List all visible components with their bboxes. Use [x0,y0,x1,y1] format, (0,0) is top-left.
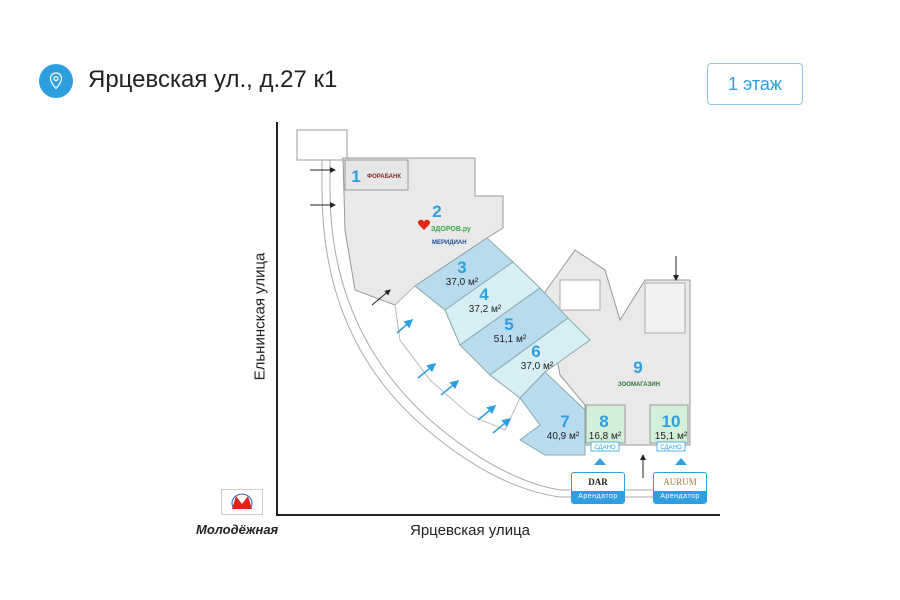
unit-5-number: 5 [504,315,513,334]
unit-10[interactable] [649,404,689,444]
entrance-arrow-icon [371,289,391,306]
unit-4-area: 37,2 м² [469,304,502,315]
unit-7-number: 7 [560,412,569,431]
axis-lines [276,122,720,516]
metro-station-name: Молодёжная [196,522,279,537]
tenant-pointer-icon [594,458,606,465]
unit-entrance-arrow-icon [492,418,512,434]
building-outline [329,130,700,491]
aurum-logo: AURUM [663,477,697,487]
unit-entrance-arrow-icon [477,405,497,421]
unit-9-tenant: ЗООМАГАЗИН [618,382,660,388]
unit-4-number: 4 [479,285,489,304]
room-1 [344,159,409,191]
unit-entrance-arrow-icon [440,380,460,396]
floor-selector-button[interactable]: 1 этаж [707,63,803,105]
unit-10-status: СДАНО [660,445,682,451]
unit-8-area: 16,8 м² [589,431,622,442]
unit-2-tenant: ЗДОРОВ.ру [431,226,471,233]
unit-5-area: 51,1 м² [494,334,527,345]
unit-1-tenant: ФОРАБАНК [367,174,401,180]
unit-6-area: 37,0 м² [521,361,554,372]
unit-3-area: 37,0 м² [446,277,479,288]
unit-8-status: СДАНО [594,445,616,451]
unit-3-number: 3 [457,258,466,277]
unit-8-number: 8 [599,412,608,431]
unit-9-number: 9 [633,358,642,377]
tenant-pointer-icon [675,458,687,465]
dar-logo: DAR [588,477,608,487]
unit-7-area: 40,9 м² [547,431,580,442]
unit-10-number: 10 [662,412,681,431]
unit-entrance-arrow-icon [417,363,437,379]
street-label-bottom: Ярцевская улица [410,522,530,539]
unit-7[interactable] [519,371,586,456]
unit-1-number: 1 [351,167,360,186]
tenant-card-aurum[interactable]: AURUM Арендатор [653,472,707,504]
unit-6[interactable] [489,317,591,399]
address-title: Ярцевская ул., д.27 к1 [88,66,338,93]
map-pin-icon [39,64,73,98]
unit-entrance-arrow-icon [396,319,414,334]
metro-icon [221,489,263,515]
tenant-caption: Арендатор [572,491,624,503]
unit-2-number: 2 [432,202,441,221]
heart-check-icon [418,219,430,230]
unit-2-tenant2: МЕРИДИАН [432,240,467,246]
tenant-caption: Арендатор [654,491,706,503]
unit-6-number: 6 [531,342,540,361]
tenant-card-dar[interactable]: DAR Арендатор [571,472,625,504]
unit-10-area: 15,1 м² [655,431,688,442]
